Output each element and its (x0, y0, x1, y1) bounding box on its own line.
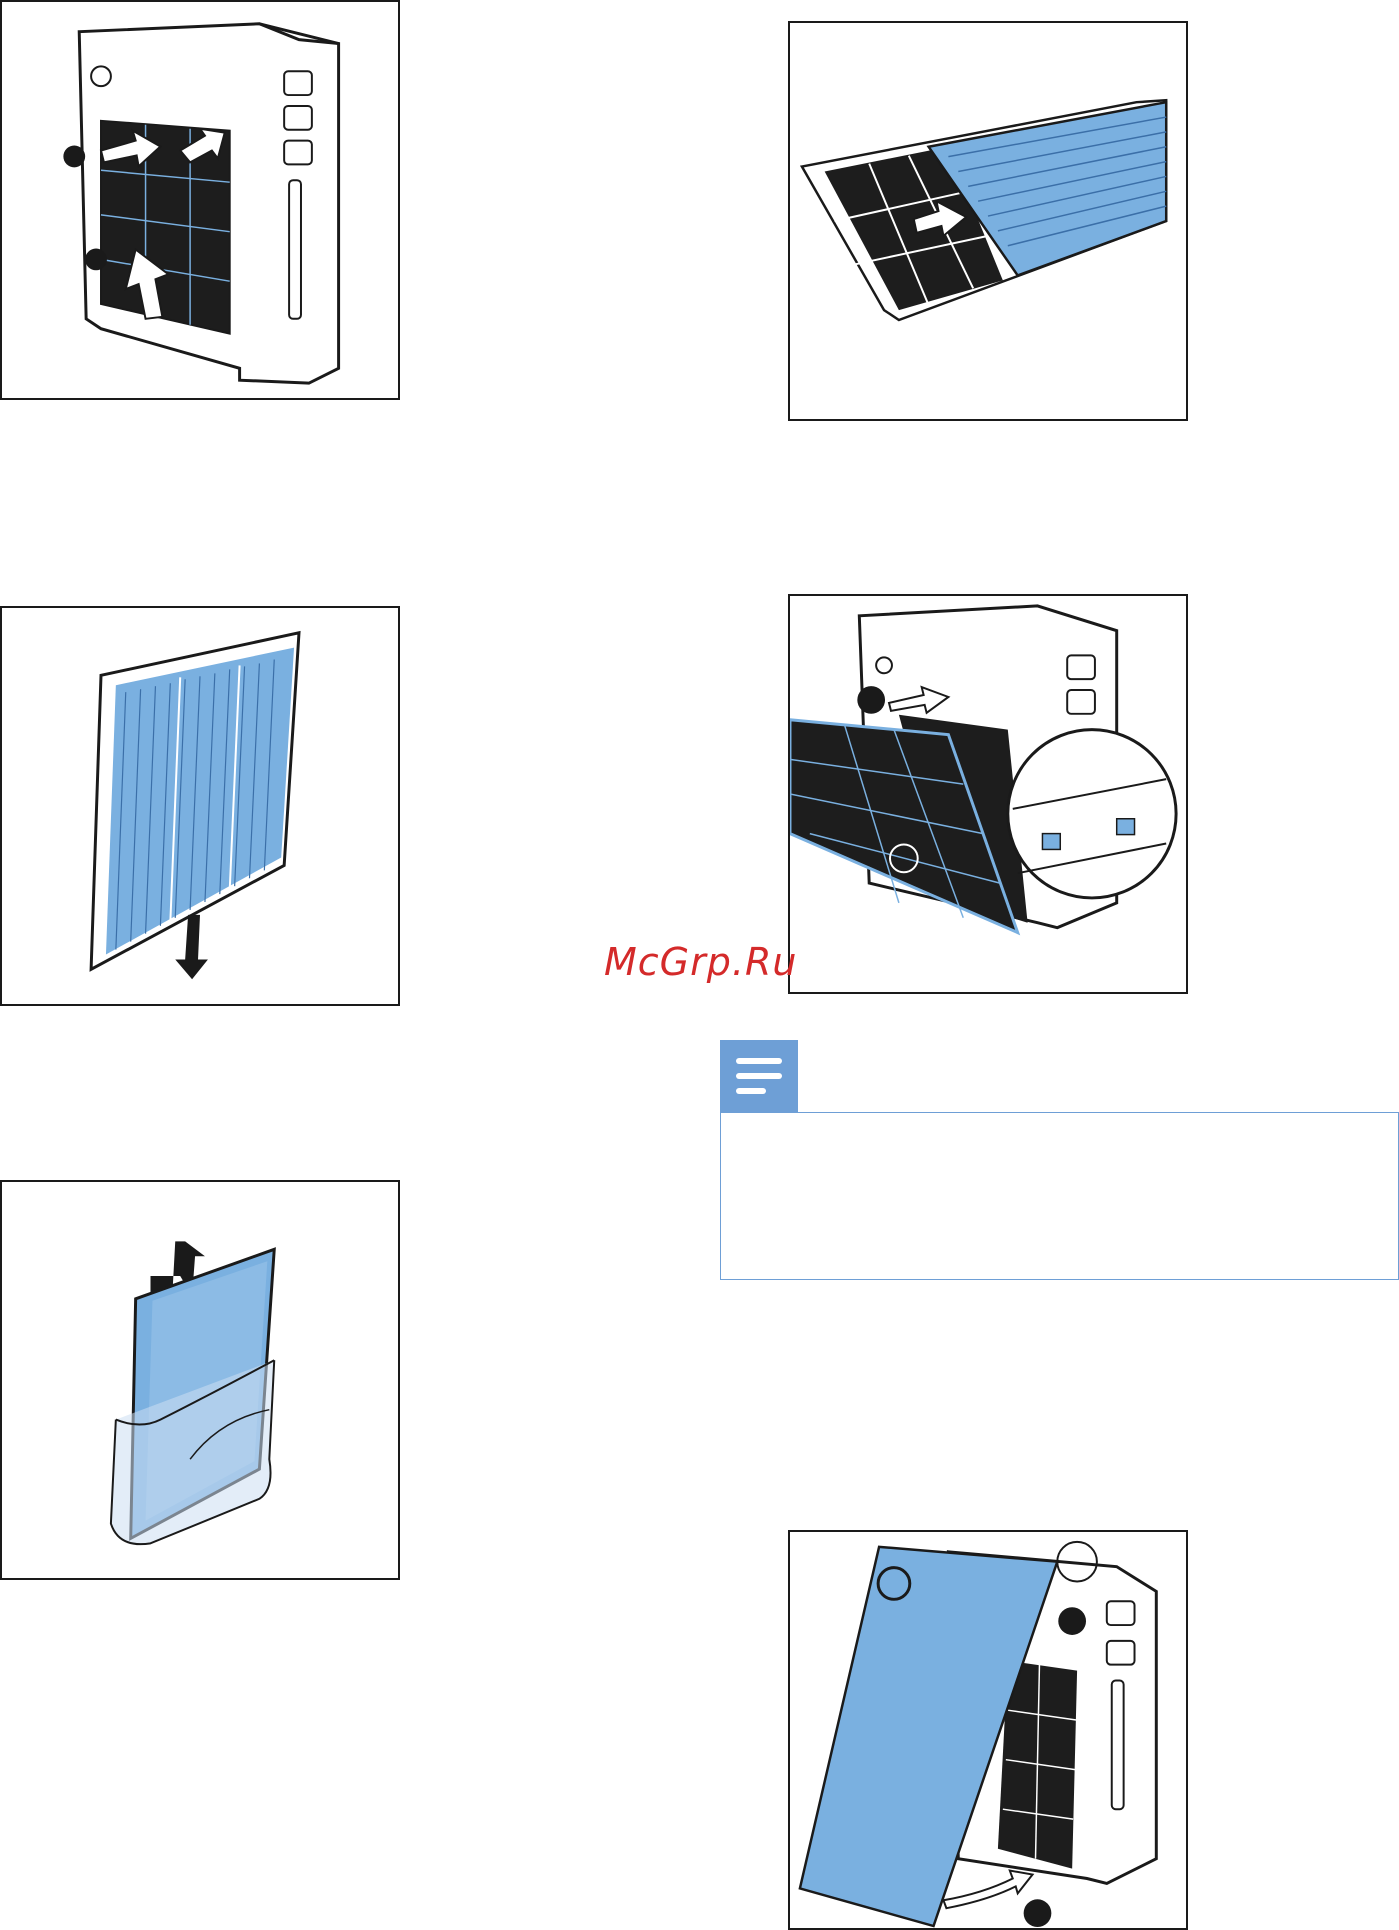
figure-filter-down (0, 606, 400, 1006)
purifier-back-open-icon (2, 2, 398, 398)
figure-unit-back-filter (0, 0, 400, 400)
watermark-text: McGrp.Ru (604, 940, 797, 984)
filter-down-arrow-icon (2, 608, 398, 1004)
note-lines-icon (720, 1040, 798, 1112)
figure-filter-slide (788, 21, 1188, 421)
back-cover-close-icon (790, 1532, 1186, 1928)
figure-cover-close (788, 1530, 1188, 1930)
filter-bag-lift-icon (2, 1182, 398, 1578)
note-box (720, 1112, 1399, 1280)
filter-slide-icon (790, 23, 1186, 419)
figure-filter-bag (0, 1180, 400, 1580)
figure-filter-insert (788, 594, 1188, 994)
filter-insert-clips-icon (790, 596, 1186, 992)
